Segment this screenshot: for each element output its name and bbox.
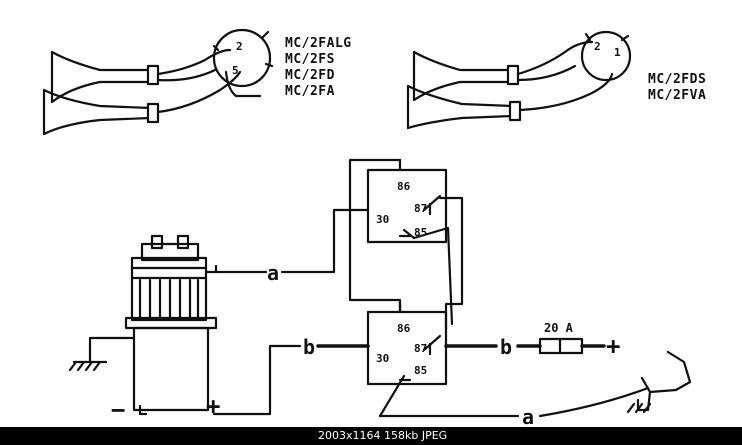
image-info-text: 2003x1164 158kb JPEG (318, 429, 448, 442)
horn-model: MC/2FA (285, 84, 335, 99)
compressor-right-port-2-label: 2 (594, 40, 601, 53)
minus-terminal-label: − (111, 396, 125, 424)
horn-model: MC/2FS (285, 52, 335, 67)
relay-upper-pin-86: 86 (397, 180, 411, 193)
relay-lower-pin-86: 86 (397, 322, 411, 335)
relay-lower-pin-85: 85 (414, 364, 427, 377)
relay-upper (366, 158, 448, 244)
horn-model: MC/2FVA (648, 88, 707, 103)
horn-assembly-left (42, 28, 274, 136)
horn-model-list-right: MC/2FDS MC/2FVA (648, 72, 706, 104)
wire-label-b-left: b (303, 335, 315, 359)
fuse-plus-label: + (606, 332, 620, 360)
relay-lower-pin-30: 30 (376, 352, 389, 365)
wiring (138, 158, 650, 418)
relay-upper-pin-87: 87 (414, 202, 427, 215)
relay-lower (366, 300, 448, 386)
relay-upper-pin-30: 30 (376, 213, 389, 226)
horn-model-list-left: MC/2FALG MC/2FS MC/2FD MC/2FA (285, 36, 352, 100)
horn-model: MC/2FD (285, 68, 335, 83)
relay-upper-pin-85: 85 (414, 226, 427, 239)
relay-lower-pin-87: 87 (414, 342, 427, 355)
wire-label-a-top: a (267, 261, 279, 285)
ground-symbol-left (68, 336, 136, 372)
wire-label-a-bottom: a (522, 405, 534, 427)
compressor-right-port-1-label: 1 (614, 46, 621, 59)
wire-label-b-right: b (500, 335, 512, 359)
plus-terminal-label: + (206, 392, 220, 420)
horn-model: MC/2FALG (285, 36, 352, 51)
diagram-svg: 2 5 2 1 86 87 30 85 86 87 30 85 20 A a b… (42, 28, 692, 429)
horn-switch (626, 350, 692, 414)
horn-model: MC/2FDS (648, 72, 707, 87)
compressor-port-5-label: 5 (232, 64, 239, 77)
horn-assembly-right (406, 30, 632, 130)
fuse-label: 20 A (544, 321, 574, 335)
compressor-unit (124, 234, 218, 412)
image-info-footer: 2003x1164 158kb JPEG (0, 427, 742, 445)
compressor-port-2-label: 2 (236, 40, 243, 53)
